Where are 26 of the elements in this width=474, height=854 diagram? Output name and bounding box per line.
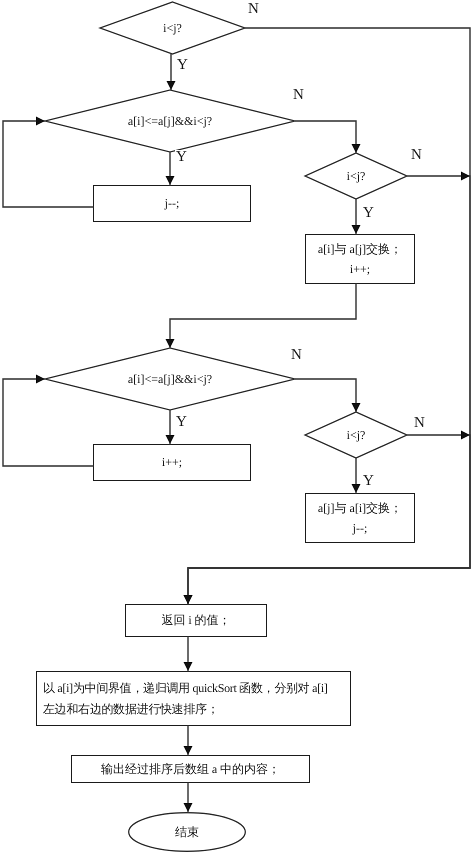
- process-box: a[i]与 a[j]交换； i++;: [305, 234, 415, 284]
- arrow: [2, 374, 93, 467]
- decision-diamond: a[i]<=a[j]&&i<j?: [45, 90, 295, 152]
- end-oval: 结束: [128, 812, 246, 852]
- process-box: 返回 i 的值；: [125, 604, 267, 637]
- arrow: [166, 410, 174, 444]
- arrow: [166, 54, 176, 90]
- arrow: [184, 434, 471, 604]
- arrow: [166, 152, 174, 185]
- arrow: [184, 726, 192, 755]
- arrow: [2, 116, 93, 208]
- decision-diamond: i<j?: [100, 2, 245, 54]
- process-box: j--;: [93, 185, 251, 222]
- arrow: [166, 284, 357, 348]
- arrow: [295, 378, 360, 412]
- process-box: 输出经过排序后数组 a 中的内容；: [71, 755, 310, 783]
- decision-diamond: i<j?: [305, 412, 407, 458]
- arrow: [184, 783, 192, 812]
- process-box: 以 a[i]为中间界值，递归调用 quickSort 函数，分别对 a[i]左边和右边的数据进行快速排序；: [36, 671, 351, 726]
- arrow: [184, 637, 192, 671]
- process-box: i++;: [93, 444, 251, 481]
- arrow: [352, 458, 360, 493]
- process-box: a[j]与 a[i]交换； j--;: [305, 493, 415, 543]
- decision-diamond: i<j?: [305, 153, 407, 199]
- arrow: [352, 199, 360, 234]
- arrow: [295, 120, 360, 153]
